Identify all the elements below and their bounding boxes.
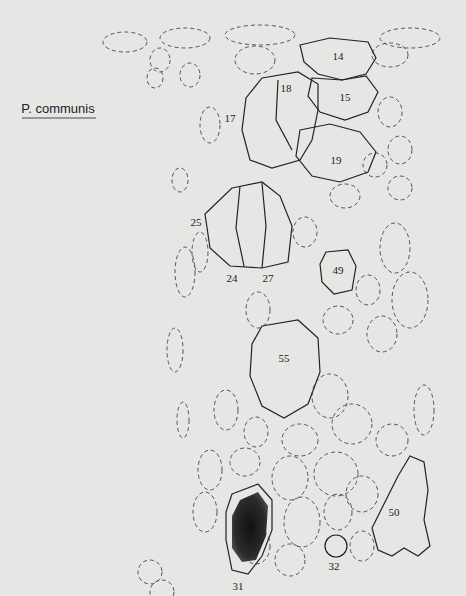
callout-number: 25	[191, 217, 202, 228]
dashed-outline	[275, 544, 305, 576]
solid-outlines	[22, 38, 430, 574]
callout-number: 32	[329, 561, 340, 572]
dashed-outline	[380, 223, 410, 273]
nucleus-19	[296, 124, 376, 182]
dashed-outline	[388, 136, 412, 164]
dashed-outline	[414, 385, 434, 435]
dashed-outline	[235, 46, 275, 74]
dashed-outline	[244, 417, 268, 447]
underline	[22, 118, 96, 119]
nucleus-55	[250, 320, 320, 418]
dashed-outline	[150, 580, 174, 596]
dashed-outline	[198, 450, 222, 490]
dashed-outline	[246, 292, 270, 328]
dashed-outline	[230, 448, 260, 476]
dashed-outlines	[103, 25, 440, 596]
dashed-outline	[372, 43, 408, 67]
dashed-outline	[324, 494, 352, 530]
dashed-outline	[356, 275, 380, 305]
dashed-outline	[103, 32, 147, 52]
nucleus-27-divider	[262, 183, 266, 268]
callout-number: 24	[227, 273, 238, 284]
dashed-outline	[282, 424, 318, 456]
dashed-outline	[388, 176, 412, 200]
nucleus-31	[226, 484, 272, 574]
callout-number: 50	[389, 507, 400, 518]
dashed-outline	[284, 497, 320, 547]
dashed-outline	[363, 153, 387, 177]
dashed-outline	[150, 48, 170, 72]
dashed-outline	[378, 97, 402, 127]
callout-number: 14	[333, 51, 344, 62]
callout-number: 55	[279, 353, 290, 364]
nucleus-14	[300, 38, 376, 80]
nucleus-18-inner	[276, 80, 292, 150]
dashed-outline	[180, 63, 200, 87]
dashed-outline	[214, 390, 238, 430]
dashed-outline	[147, 68, 163, 88]
dashed-outline	[177, 402, 189, 438]
dashed-outline	[376, 424, 408, 456]
dashed-outline	[172, 168, 188, 192]
nucleus-32	[325, 535, 347, 557]
dashed-outline	[225, 25, 295, 45]
dashed-outline	[346, 476, 378, 512]
callout-number: 17	[225, 113, 236, 124]
nucleus-25-24-27	[205, 182, 292, 268]
stained-region	[232, 492, 268, 562]
dashed-outline	[272, 456, 308, 500]
dashed-outline	[330, 184, 360, 208]
callout-number: 15	[340, 92, 351, 103]
species-name: P. communis	[21, 102, 94, 115]
dashed-outline	[323, 306, 353, 334]
dashed-outline	[293, 217, 317, 247]
nucleus-17-18	[242, 72, 318, 168]
callout-number: 18	[281, 83, 292, 94]
dashed-outline	[200, 107, 220, 143]
dashed-outline	[350, 531, 374, 561]
dashed-outline	[192, 232, 208, 272]
callout-number: 49	[333, 265, 344, 276]
dashed-outline	[380, 28, 440, 48]
callout-number: 31	[233, 581, 244, 592]
callout-number: 27	[263, 273, 274, 284]
nucleus-24-divider	[236, 186, 244, 266]
dashed-outline	[193, 492, 217, 532]
dashed-outline	[314, 452, 358, 496]
dashed-outline	[167, 328, 183, 372]
nucleus-50	[372, 456, 430, 556]
dashed-outline	[367, 316, 397, 352]
callout-number: 19	[331, 155, 342, 166]
nucleus-49	[320, 250, 356, 294]
dashed-outline	[160, 28, 210, 48]
dashed-outline	[332, 404, 372, 444]
dashed-outline	[392, 272, 428, 328]
